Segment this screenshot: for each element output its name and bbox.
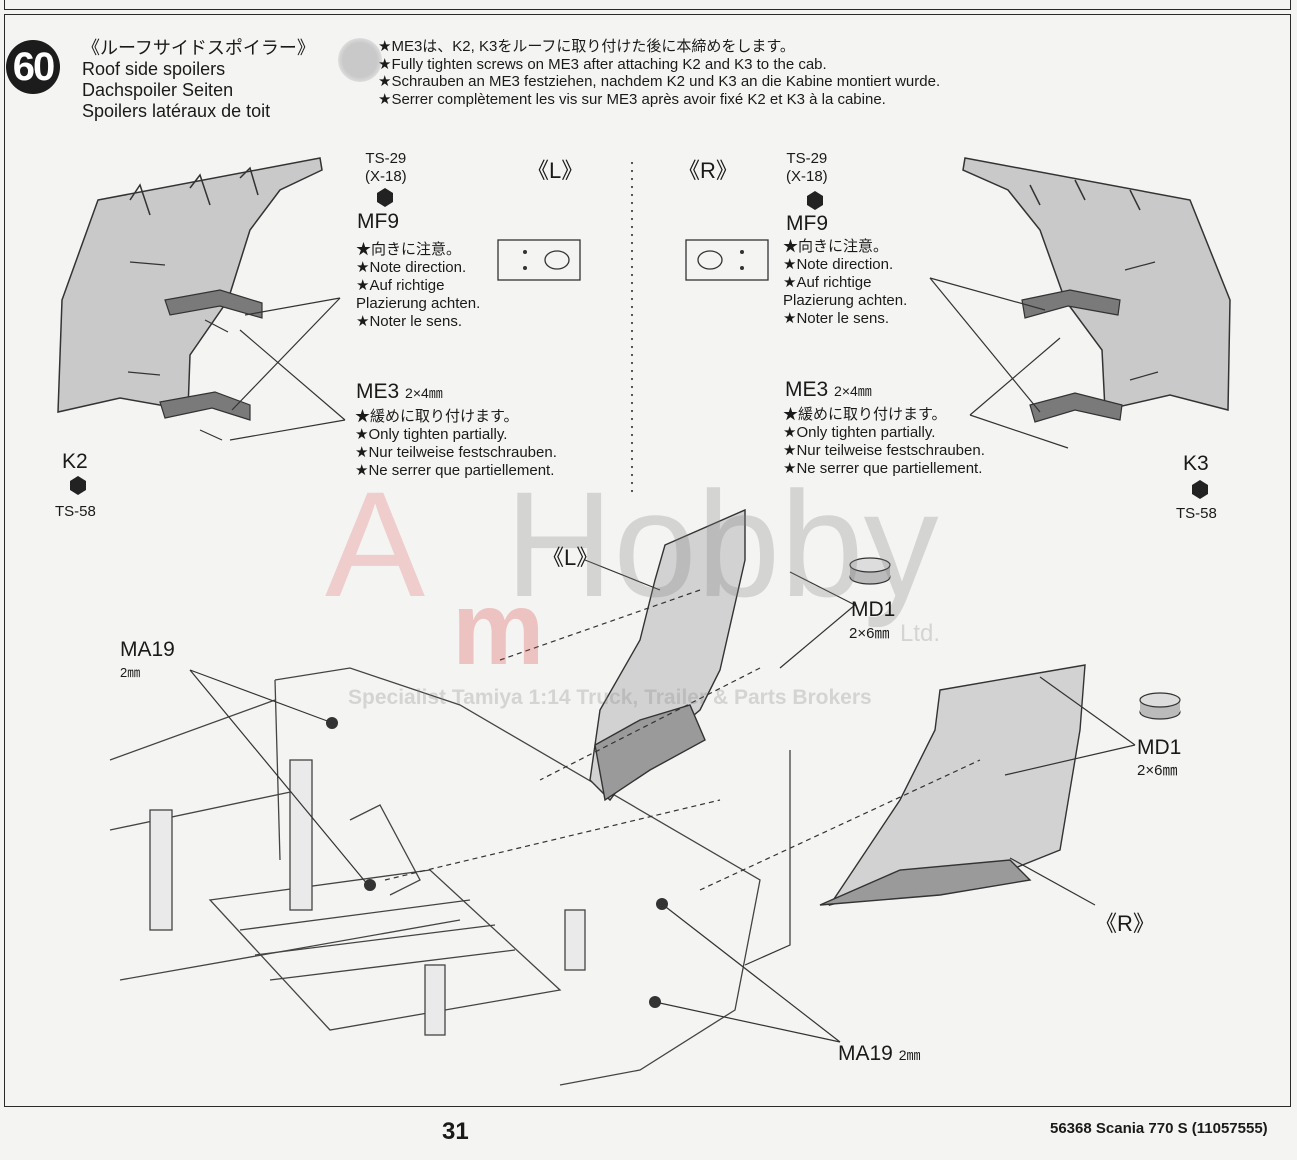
note-line: ★Noter le sens.: [356, 313, 462, 330]
ts58-hex-right: [1192, 480, 1208, 499]
ts29-hex-right: [807, 191, 823, 210]
watermark-tagline: Specialist Tamiya 1:14 Truck, Trailer & …: [348, 686, 872, 709]
part-size: 2×4㎜: [405, 385, 443, 401]
note-line: ★緩めに取り付けます。: [783, 406, 947, 423]
right-mf9-label: MF9: [786, 212, 828, 235]
page-number: 31: [442, 1118, 469, 1145]
ma19-nuts: [326, 717, 668, 1008]
right-paint-ts29: TS-29 (X-18): [786, 150, 828, 186]
k2-spoiler-drawing: [57, 157, 323, 413]
part-code: MA19: [838, 1042, 893, 1065]
assembly-r-label: 《R》: [1095, 911, 1155, 936]
k2-label: K2: [62, 450, 88, 473]
md1-label-a: MD1: [851, 598, 896, 621]
left-me3-notes: ★緩めに取り付けます。 ★Only tighten partially. ★Nu…: [355, 408, 557, 480]
k2-paint-label: TS-58: [55, 503, 96, 520]
watermark-a: A: [325, 460, 426, 628]
left-paint-ts29: TS-29 (X-18): [365, 150, 407, 186]
note-line: ★Only tighten partially.: [355, 426, 508, 443]
r-spoiler-assembly: [819, 664, 1086, 907]
assembly-leaders: [189, 559, 1136, 1043]
k3-spoiler-drawing: [962, 157, 1231, 411]
note-line: ★Nur teilweise festschrauben.: [355, 444, 557, 461]
product-code: 56368 Scania 770 S (11057555): [1050, 1120, 1268, 1137]
left-mf9-notes: ★向きに注意。 ★Note direction. ★Auf richtige P…: [356, 241, 480, 331]
note-line: Plazierung achten.: [356, 295, 481, 312]
left-me3-label: ME3 2×4㎜: [356, 380, 443, 404]
note-en: ★Fully tighten screws on ME3 after attac…: [378, 55, 827, 73]
note-line: ★向きに注意。: [783, 238, 889, 255]
right-me3-notes: ★緩めに取り付けます。 ★Only tighten partially. ★Nu…: [783, 406, 985, 478]
title-fr: Spoilers latéraux de toit: [82, 101, 271, 121]
note-line: ★Note direction.: [356, 259, 467, 276]
note-line: ★Ne serrer que partiellement.: [355, 462, 555, 479]
note-line: ★Ne serrer que partiellement.: [783, 460, 983, 477]
note-line: ★Only tighten partially.: [783, 424, 936, 441]
note-line: ★Noter le sens.: [783, 310, 889, 327]
k3-leaders: [929, 261, 1159, 449]
top-border: [4, 0, 1291, 10]
part-code: ME3: [785, 378, 829, 401]
part-size: 2×4㎜: [834, 383, 872, 399]
note-line: Plazierung achten.: [783, 292, 908, 309]
title-de: Dachspoiler Seiten: [82, 80, 234, 100]
right-me3-label: ME3 2×4㎜: [785, 378, 872, 402]
caution-burst-icon: [338, 38, 382, 82]
assembly-l-label: 《L》: [542, 545, 599, 570]
note-line: ★緩めに取り付けます。: [355, 408, 519, 425]
md1-cap-b: [1139, 692, 1181, 720]
k3-paint-label: TS-58: [1176, 505, 1217, 522]
note-line: ★Auf richtige: [783, 274, 872, 291]
title-jp: 《ルーフサイドスポイラー》: [82, 38, 315, 58]
note-line: ★Auf richtige: [356, 277, 445, 294]
note-line: ★向きに注意。: [356, 241, 462, 258]
k2-brackets: [159, 289, 263, 421]
paint-code: TS-29: [365, 150, 407, 167]
right-mf9-notes: ★向きに注意。 ★Note direction. ★Auf richtige P…: [783, 238, 907, 328]
title-en: Roof side spoilers: [82, 59, 226, 79]
ts58-hex-left: [70, 476, 86, 495]
part-code: ME3: [356, 380, 400, 403]
ma19-label-a: MA19: [120, 638, 175, 661]
step-number-badge: 60: [6, 40, 60, 94]
note-fr: ★Serrer complètement les vis sur ME3 apr…: [378, 90, 886, 108]
md1-cap-a: [849, 557, 891, 585]
ts29-hex-left: [377, 188, 393, 207]
note-jp: ★ME3は、K2, K3をルーフに取り付けた後に本締めをします。: [378, 38, 795, 55]
left-side-label: 《L》: [527, 158, 584, 183]
mf9-plate-right: [685, 239, 769, 281]
md1-size-b: 2×6㎜: [1137, 762, 1178, 779]
watermark-m: m: [452, 571, 545, 687]
md1-label-b: MD1: [1137, 736, 1182, 759]
note-de: ★Schrauben an ME3 festziehen, nachdem K2…: [378, 73, 941, 90]
page-frame: [4, 14, 1291, 1107]
paint-code-alt: (X-18): [365, 168, 407, 185]
k2-leaders: [127, 261, 346, 441]
watermark-ltd: Ltd.: [900, 620, 941, 647]
step-title: 《ルーフサイドスポイラー》 Roof side spoilers Dachspo…: [82, 38, 315, 122]
watermark-hobby: Hobby: [505, 460, 939, 628]
l-spoiler-assembly: [589, 508, 746, 802]
note-line: ★Nur teilweise festschrauben.: [783, 442, 985, 459]
mf9-plate-left: [497, 239, 581, 281]
ma19-size-a: 2㎜: [120, 665, 141, 680]
paint-code-alt: (X-18): [786, 168, 828, 185]
paint-code: TS-29: [786, 150, 828, 167]
k3-brackets: [1021, 289, 1123, 423]
right-side-label: 《R》: [678, 158, 738, 183]
ma19-label-b: MA19 2㎜: [838, 1042, 921, 1066]
md1-size-a: 2×6㎜: [849, 625, 890, 642]
left-mf9-label: MF9: [357, 210, 399, 233]
k3-label: K3: [1183, 452, 1209, 475]
assembly-notes: ★ME3は、K2, K3をルーフに取り付けた後に本締めをします。 ★Fully …: [378, 38, 940, 108]
part-size: 2㎜: [898, 1047, 921, 1063]
note-line: ★Note direction.: [783, 256, 894, 273]
